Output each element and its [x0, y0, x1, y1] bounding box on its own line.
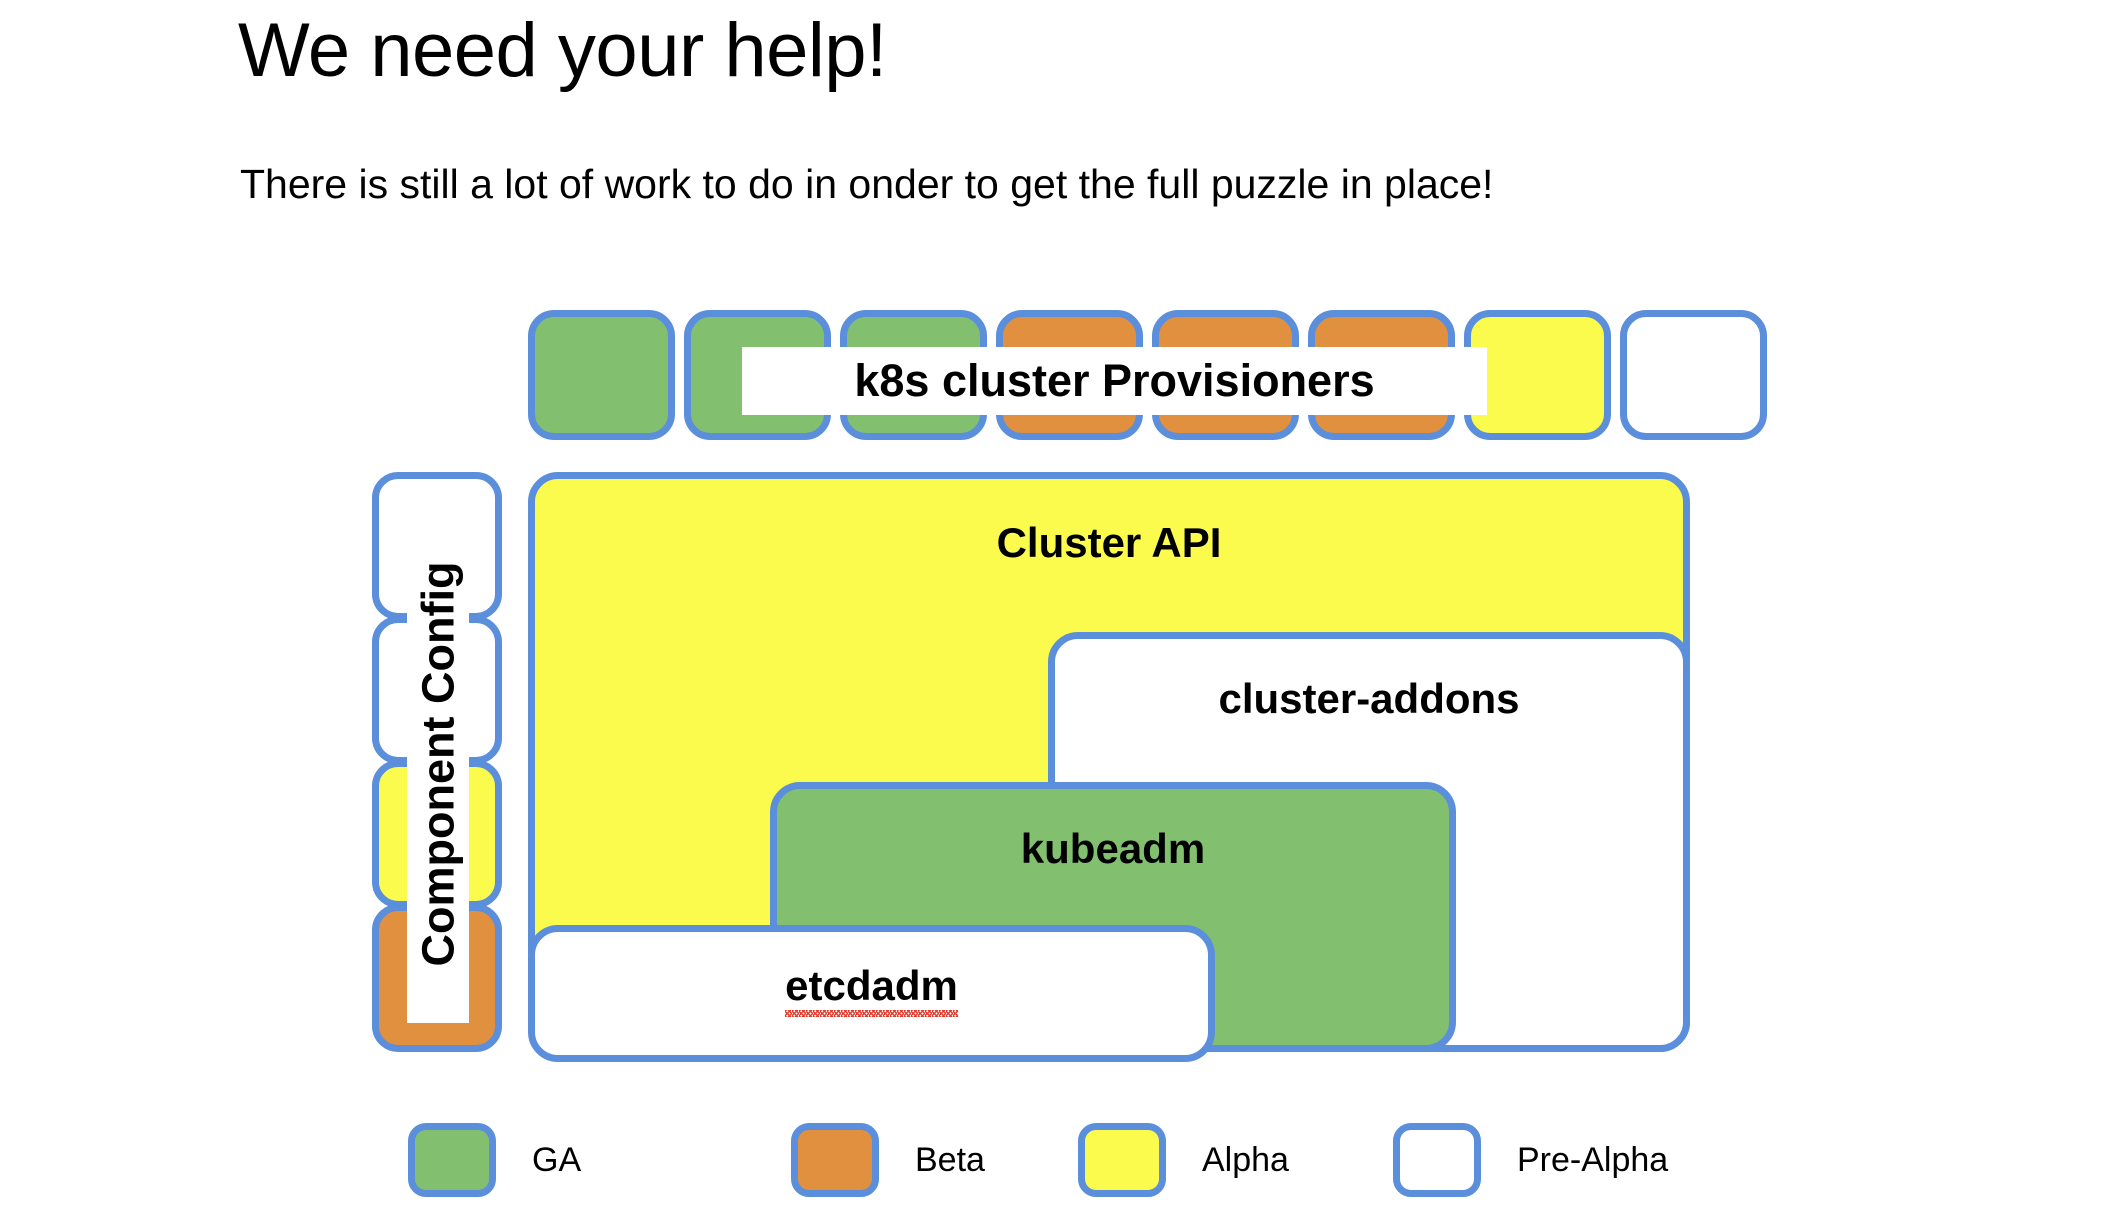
legend-label-alpha: Alpha	[1202, 1140, 1289, 1179]
provisioner-cell-8[interactable]	[1620, 310, 1767, 440]
legend-swatch-ga-icon	[408, 1123, 496, 1197]
legend-label-ga: GA	[532, 1140, 582, 1179]
legend-label-beta: Beta	[915, 1140, 985, 1179]
legend-item-alpha: Alpha	[1078, 1123, 1289, 1197]
box-kubeadm-label: kubeadm	[1020, 825, 1206, 872]
page-subtitle: There is still a lot of work to do in on…	[240, 161, 1494, 207]
legend-swatch-alpha-icon	[1078, 1123, 1166, 1197]
box-etcdadm-label: etcdadm	[785, 962, 958, 1017]
legend-item-pre-alpha: Pre-Alpha	[1393, 1123, 1668, 1197]
box-cluster-api-label: Cluster API	[996, 519, 1222, 566]
provisioner-cell-1[interactable]	[528, 310, 675, 440]
legend-label-pre-alpha: Pre-Alpha	[1517, 1140, 1669, 1179]
box-cluster-addons-label: cluster-addons	[1218, 675, 1520, 722]
box-etcdadm-label-wrap: etcdadm	[535, 962, 1208, 1017]
legend-item-ga: GA	[408, 1123, 581, 1197]
component-config-label-band: Component Config	[407, 505, 469, 1023]
k8s-cluster-provisioners-label: k8s cluster Provisioners	[854, 355, 1375, 406]
k8s-cluster-provisioners-label-band: k8s cluster Provisioners	[742, 347, 1487, 415]
page-title: We need your help!	[238, 8, 887, 93]
legend-swatch-beta-icon	[791, 1123, 879, 1197]
component-config-label: Component Config	[412, 561, 464, 967]
box-etcdadm[interactable]: etcdadm	[528, 925, 1215, 1062]
legend-swatch-pre-alpha-icon	[1393, 1123, 1481, 1197]
legend-item-beta: Beta	[791, 1123, 985, 1197]
